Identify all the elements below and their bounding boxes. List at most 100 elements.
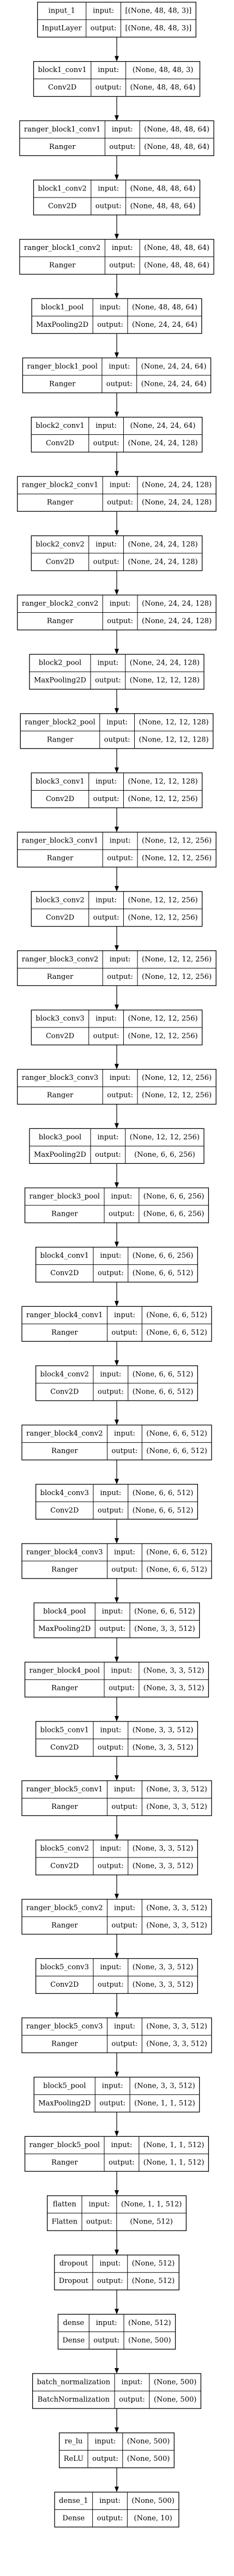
layer-type: Ranger [51, 2040, 78, 2048]
input-label: input: [114, 1548, 135, 1556]
layer-name: block1_conv2 [38, 184, 87, 193]
arrowhead-icon [115, 2131, 119, 2137]
arrowhead-icon [115, 1479, 119, 1485]
output-shape: (None, 6, 6, 512) [133, 1388, 194, 1396]
layer-node: ranger_block1_conv2Rangerinput:output:(N… [19, 238, 214, 275]
output-shape: (None, 500) [127, 2455, 170, 2463]
layer-node: ranger_block2_conv2Rangerinput:output:(N… [17, 594, 217, 631]
layer-type: Ranger [51, 1210, 78, 1218]
edge-arrow [115, 1519, 119, 1544]
output-shape: (None, 3, 3, 512) [133, 1743, 194, 1752]
layer-name: block4_conv2 [40, 1370, 89, 1378]
output-label: output: [107, 854, 133, 863]
output-label: output: [109, 2159, 135, 2167]
arrowhead-icon [115, 1657, 119, 1663]
output-shape: (None, 48, 48, 64) [130, 83, 196, 92]
input-label: input: [93, 7, 114, 15]
edge-arrow [115, 926, 119, 951]
input-shape: (None, 512) [128, 2319, 171, 2327]
layer-name: dense [63, 2319, 85, 2327]
layer-type: Conv2D [46, 913, 74, 922]
input-label: input: [110, 1074, 131, 1082]
arrowhead-icon [115, 234, 119, 240]
layer-name: ranger_block1_pool [27, 362, 97, 370]
input-shape: (None, 3, 3, 512) [146, 1904, 207, 1912]
output-label: output: [98, 1269, 124, 1277]
input-shape: (None, 24, 24, 64) [130, 422, 196, 430]
arrowhead-icon [115, 1301, 119, 1307]
input-label: input: [95, 778, 117, 786]
edge-arrow [115, 452, 119, 477]
layer-node: batch_normalizationBatchNormalizationinp… [32, 2373, 201, 2409]
input-shape: (None, 6, 6, 512) [133, 1489, 194, 1497]
edges-group [115, 37, 119, 2493]
layer-type: Ranger [51, 1684, 78, 1693]
input-shape: (None, 3, 3, 512) [146, 2023, 207, 2031]
layer-name: flatten [53, 2201, 77, 2209]
layer-name: dense_1 [59, 2497, 88, 2505]
input-shape: (None, 24, 24, 64) [141, 362, 207, 370]
layer-type: Conv2D [46, 439, 74, 447]
edge-arrow [115, 2231, 119, 2255]
layer-type: Ranger [51, 2159, 78, 2167]
input-shape: (None, 3, 3, 512) [133, 1963, 194, 1971]
layer-name: ranger_block2_conv1 [22, 481, 98, 489]
layer-type: Ranger [49, 261, 76, 270]
input-shape: (None, 48, 48, 64) [144, 125, 209, 134]
edge-arrow [115, 1993, 119, 2018]
output-label: output: [109, 1684, 135, 1693]
output-shape: (None, 3, 3, 512) [146, 2040, 207, 2048]
output-shape: (None, 500) [154, 2396, 197, 2404]
edge-arrow [115, 1223, 119, 1247]
layer-type: Conv2D [50, 1507, 79, 1515]
arrowhead-icon [115, 2249, 119, 2255]
output-label: output: [104, 736, 130, 744]
layer-type: Ranger [47, 973, 74, 981]
input-shape: (None, 48, 48, 64) [144, 244, 209, 252]
layer-node: block5_poolMaxPooling2Dinput:output:(Non… [33, 2077, 200, 2113]
output-shape: (None, 12, 12, 256) [142, 1091, 212, 1099]
edge-arrow [115, 1815, 119, 1840]
input-shape: (None, 6, 6, 512) [146, 1430, 207, 1438]
output-label: output: [93, 2336, 119, 2345]
input-shape: (None, 500) [131, 2497, 175, 2505]
input-shape: (None, 6, 6, 256) [143, 1193, 205, 1201]
layer-name: ranger_block3_pool [29, 1193, 100, 1201]
input-label: input: [114, 1904, 135, 1912]
output-shape: (None, 12, 12, 256) [142, 854, 212, 863]
edge-arrow [115, 2171, 119, 2196]
arrowhead-icon [115, 1716, 119, 1722]
output-shape: (None, 48, 48, 64) [130, 202, 196, 210]
output-label: output: [112, 2040, 138, 2048]
input-label: input: [114, 1311, 135, 1319]
input-shape: (None, 1, 1, 512) [143, 2141, 205, 2149]
edge-arrow [115, 1163, 119, 1188]
layer-name: block4_conv3 [40, 1489, 89, 1497]
layer-node: ranger_block1_poolRangerinput:output:(No… [22, 357, 212, 393]
layer-node: ranger_block3_conv1Rangerinput:output:(N… [17, 832, 217, 868]
arrowhead-icon [115, 1775, 119, 1781]
input-label: input: [99, 2497, 121, 2505]
output-shape: (None, 1, 1, 512) [134, 2099, 195, 2107]
input-label: input: [112, 125, 133, 134]
layer-type: Ranger [51, 1921, 78, 1929]
input-shape: (None, 6, 6, 512) [146, 1311, 207, 1319]
output-shape: (None, 6, 6, 512) [133, 1507, 194, 1515]
input-shape: (None, 500) [127, 2437, 170, 2446]
layer-name: ranger_block4_conv2 [26, 1430, 103, 1438]
layer-type: Ranger [49, 380, 76, 388]
input-shape: (None, 12, 12, 256) [128, 896, 197, 904]
edge-arrow [115, 1697, 119, 1722]
input-shape: (None, 500) [154, 2378, 197, 2387]
input-label: input: [111, 1667, 133, 1675]
layer-node: ranger_block5_conv1Rangerinput:output:(N… [21, 1780, 212, 1816]
input-label: input: [110, 600, 131, 608]
output-shape: (None, 3, 3, 512) [134, 1625, 195, 1633]
input-shape: (None, 24, 24, 128) [128, 540, 197, 548]
